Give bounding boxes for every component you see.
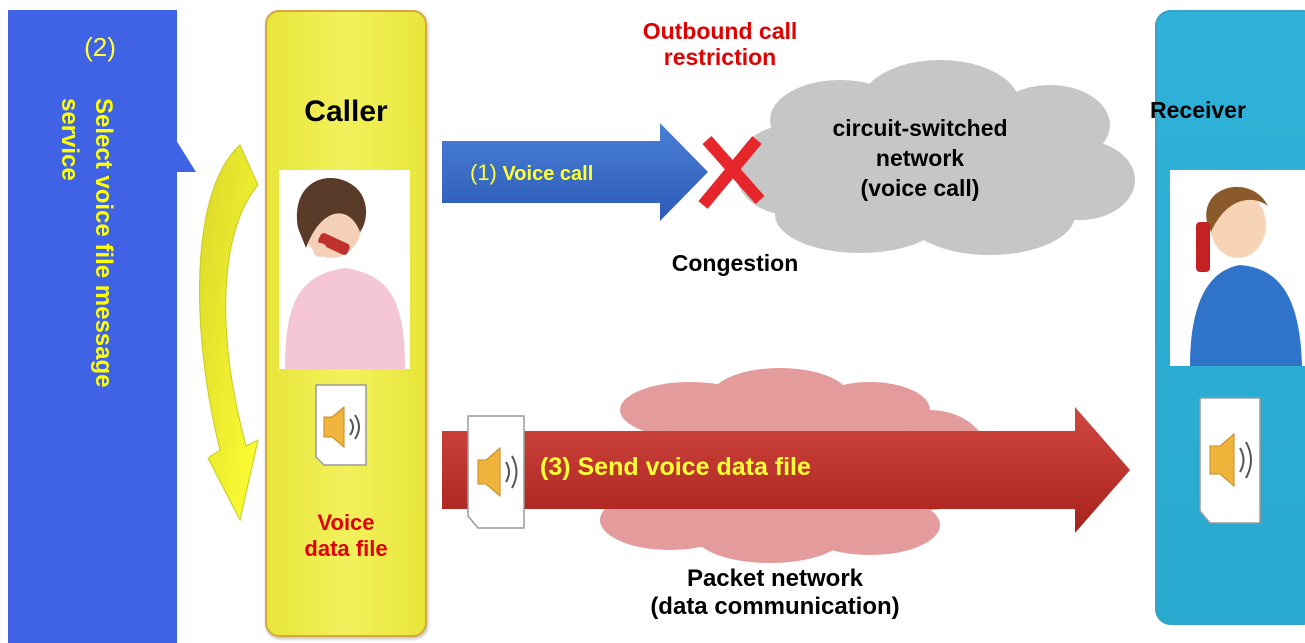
congestion-label: Congestion xyxy=(671,250,799,276)
caller-title: Caller xyxy=(304,95,388,128)
select-service-curve-arrow xyxy=(199,144,259,522)
circuit-network-label: circuit-switched network (voice call) xyxy=(832,115,1008,201)
send-file-arrow xyxy=(442,407,1130,533)
step-1-label: (1) xyxy=(470,160,497,185)
service-panel xyxy=(8,10,177,643)
service-panel-pointer xyxy=(176,140,196,172)
outbound-restriction-label: Outbound call restriction xyxy=(642,18,798,70)
voice-call-text: Voice call xyxy=(502,163,594,185)
voice-call-label: (1) Voice call xyxy=(470,160,680,186)
select-service-label: Select voice file message service xyxy=(56,98,117,388)
receiver-title: Receiver xyxy=(1150,97,1246,123)
caller-voice-file-label: Voice data file xyxy=(304,510,388,561)
blocked-x-icon xyxy=(698,136,765,209)
packet-network-label: Packet network (data communication) xyxy=(650,565,900,620)
voice-call-arrow xyxy=(442,123,708,221)
send-voice-file-icon xyxy=(467,415,525,529)
send-file-label: (3) Send voice data file xyxy=(540,453,811,481)
select-service-text: Select voice file message service xyxy=(52,98,122,618)
step-2-label: (2) xyxy=(84,32,116,62)
circuit-network-cloud xyxy=(735,60,1135,255)
